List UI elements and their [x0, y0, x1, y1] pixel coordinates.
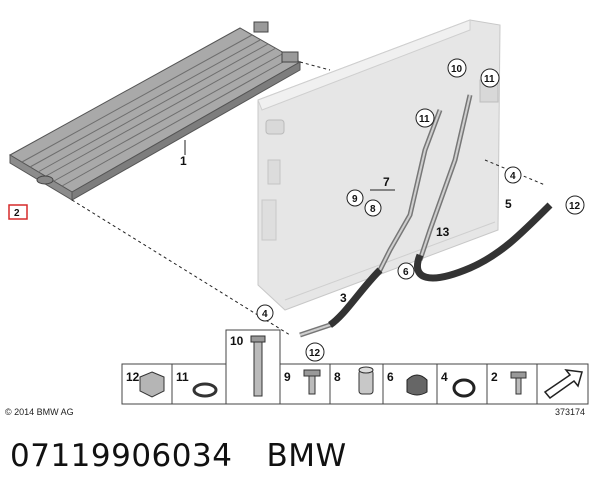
part-number: 07119906034: [10, 438, 233, 474]
caption: 07119906034 BMW: [10, 438, 347, 474]
callout-7: 7: [370, 175, 395, 191]
svg-text:12: 12: [126, 370, 140, 384]
brand-name: BMW: [266, 438, 347, 474]
callout-12b: 12: [565, 195, 585, 215]
svg-text:12: 12: [569, 201, 581, 212]
copyright: © 2014 BMW AG: [5, 407, 74, 417]
bolt-icon: [515, 375, 522, 395]
svg-text:10: 10: [230, 334, 244, 348]
clamp-icon: [406, 374, 428, 396]
svg-text:7: 7: [383, 175, 390, 189]
callout-12a: 12: [305, 342, 325, 362]
callout-4a: 4: [256, 304, 274, 322]
svg-text:4: 4: [441, 370, 448, 384]
svg-text:1: 1: [180, 154, 187, 168]
arrow-icon: [543, 369, 583, 400]
svg-text:11: 11: [419, 114, 430, 125]
callout-11a: 11: [415, 108, 435, 128]
callout-13: 13: [436, 225, 450, 239]
callout-11b: 11: [480, 68, 500, 88]
svg-text:6: 6: [403, 267, 409, 278]
svg-text:4: 4: [262, 309, 268, 320]
callout-2: 2: [8, 204, 28, 220]
nut-icon: [139, 371, 165, 398]
drawing-number: 373174: [555, 407, 585, 417]
svg-text:6: 6: [387, 370, 394, 384]
callout-3: 3: [340, 291, 347, 305]
svg-text:5: 5: [505, 197, 512, 211]
svg-text:11: 11: [176, 370, 189, 384]
svg-text:9: 9: [284, 370, 291, 384]
svg-text:11: 11: [484, 74, 495, 85]
svg-text:2: 2: [491, 370, 498, 384]
svg-text:3: 3: [340, 291, 347, 305]
oil-cooler: [8, 21, 302, 201]
long-bolt-icon: [253, 337, 263, 397]
svg-text:10: 10: [451, 64, 463, 75]
sealing-ring-icon: [192, 382, 218, 398]
svg-text:12: 12: [309, 348, 321, 359]
svg-text:8: 8: [334, 370, 341, 384]
svg-text:13: 13: [436, 225, 450, 239]
callout-10: 10: [447, 58, 467, 78]
svg-text:2: 2: [14, 208, 20, 219]
parts-strip: 12 11 10 9 8 6 4 2: [121, 329, 589, 405]
callout-9: 9: [346, 189, 364, 207]
svg-text:8: 8: [370, 204, 376, 215]
svg-text:9: 9: [352, 194, 358, 205]
svg-text:4: 4: [510, 171, 516, 182]
callout-6: 6: [397, 262, 415, 280]
callout-4b: 4: [504, 166, 522, 184]
callout-8: 8: [364, 199, 382, 217]
callout-5: 5: [505, 197, 512, 211]
bushing-icon: [358, 369, 374, 395]
callout-1: 1: [180, 140, 187, 168]
parts-diagram: 1 2 3 4 4 5 6 7 8 9 10 11 11: [5, 19, 589, 417]
radiator: [257, 19, 501, 311]
oil-pipes: [299, 94, 553, 338]
o-ring-icon: [452, 378, 476, 398]
